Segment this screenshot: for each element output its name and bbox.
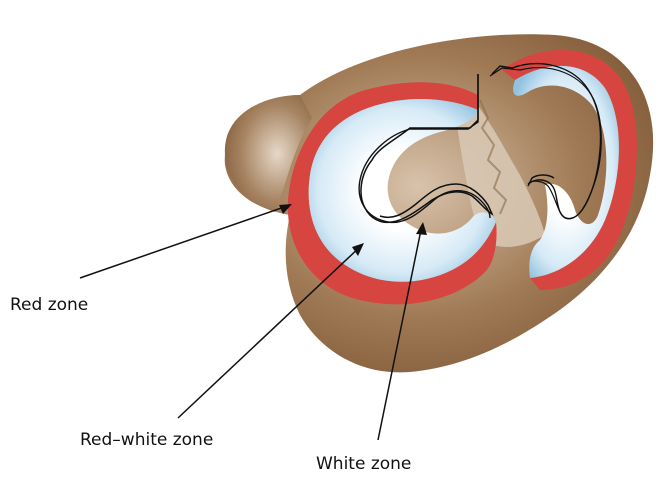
white-zone-label: White zone (316, 456, 411, 473)
red-zone-label: Red zone (10, 297, 88, 314)
red-white-zone-label: Red–white zone (80, 432, 213, 449)
red-zone-pointer-line (80, 205, 290, 278)
